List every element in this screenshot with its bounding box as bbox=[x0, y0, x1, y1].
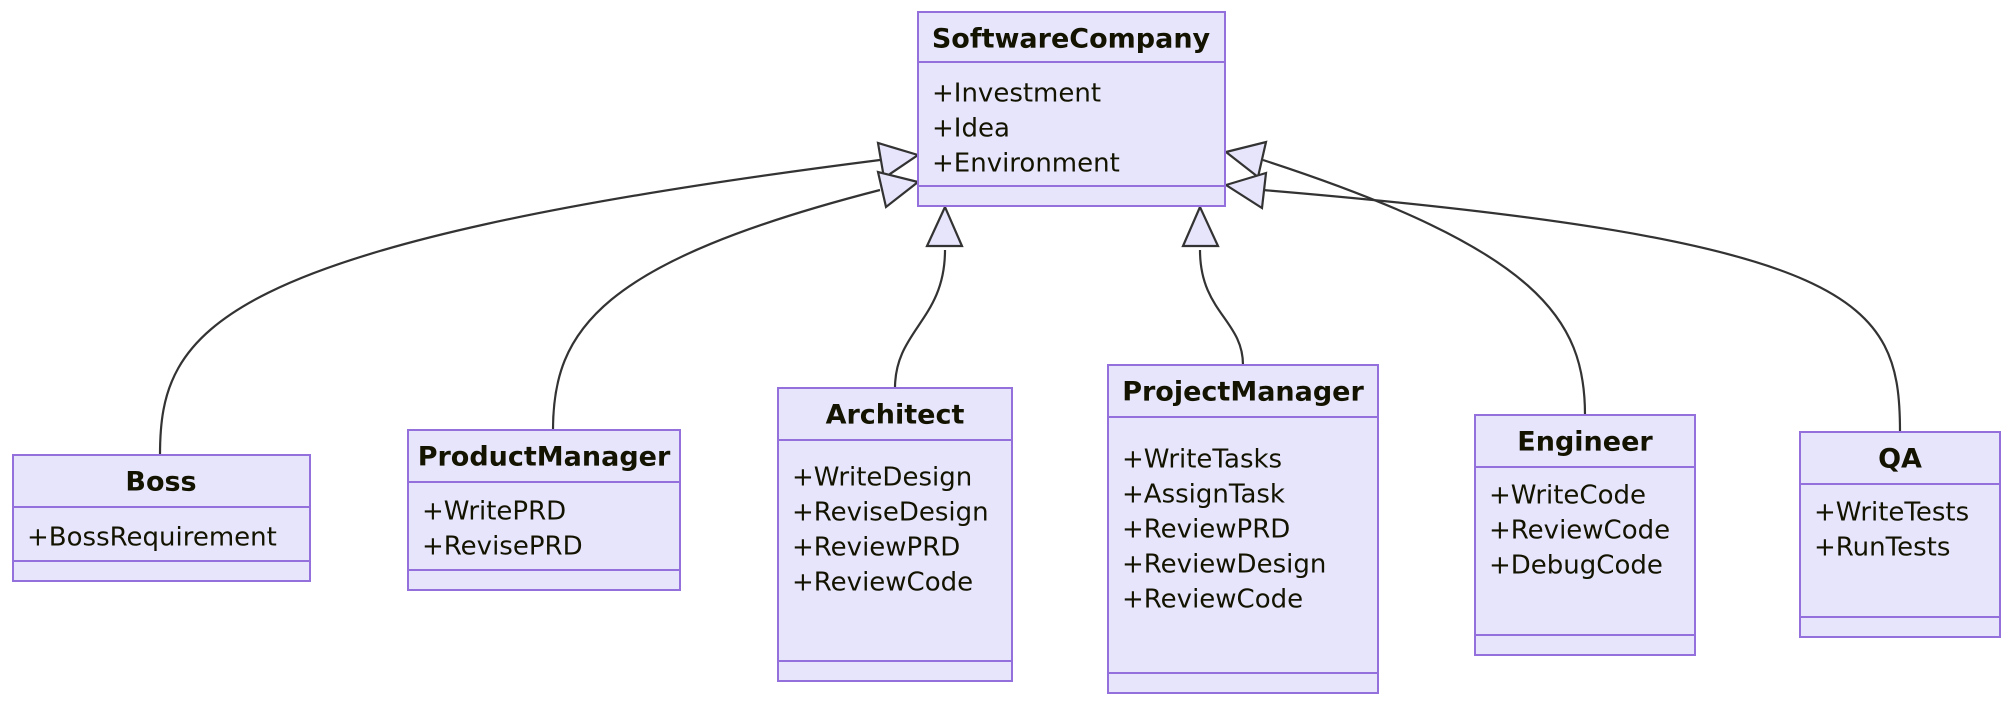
relationship-edges bbox=[158, 140, 1902, 456]
class-box-outline bbox=[407, 429, 681, 591]
class-member: +Environment bbox=[932, 149, 1120, 179]
class-box-boss[interactable]: Boss +BossRequirement bbox=[12, 454, 311, 582]
generalization-arrowhead-architect bbox=[925, 204, 964, 248]
class-title: Architect bbox=[826, 400, 965, 431]
class-title: Engineer bbox=[1517, 427, 1653, 458]
class-title: ProjectManager bbox=[1122, 377, 1364, 408]
class-member: +ReviewCode bbox=[1122, 585, 1303, 615]
class-member: +ReviewPRD bbox=[1122, 515, 1290, 545]
class-member: +ReviseDesign bbox=[792, 498, 989, 528]
class-box-outline bbox=[917, 11, 1226, 207]
class-box-qa[interactable]: QA +WriteTests +RunTests bbox=[1799, 431, 2001, 638]
class-member: +ReviewCode bbox=[792, 568, 973, 598]
class-member: +WriteCode bbox=[1489, 481, 1646, 511]
edge-line-engineer bbox=[1262, 158, 1587, 416]
generalization-arrowhead-product-manager bbox=[876, 170, 921, 209]
edge-engineer-to-software-company bbox=[1223, 140, 1587, 416]
class-member: +AssignTask bbox=[1122, 480, 1285, 510]
class-member: +Idea bbox=[932, 114, 1010, 144]
generalization-arrowhead-engineer bbox=[1223, 140, 1268, 179]
generalization-arrowhead-project-manager bbox=[1181, 204, 1220, 248]
class-member: +WriteTests bbox=[1814, 498, 1969, 528]
edge-qa-to-software-company bbox=[1223, 171, 1902, 433]
class-member: +Investment bbox=[932, 79, 1101, 109]
class-member: +ReviewCode bbox=[1489, 516, 1670, 546]
class-box-engineer[interactable]: Engineer +WriteCode +ReviewCode +DebugCo… bbox=[1474, 414, 1696, 656]
class-member: +BossRequirement bbox=[27, 523, 277, 553]
class-member: +RunTests bbox=[1814, 533, 1950, 563]
class-title: Boss bbox=[125, 467, 196, 498]
class-box-product-manager[interactable]: ProductManager +WritePRD +RevisePRD bbox=[407, 429, 681, 591]
class-member: +WriteDesign bbox=[792, 463, 972, 493]
class-title: QA bbox=[1878, 444, 1922, 475]
class-box-architect[interactable]: Architect +WriteDesign +ReviseDesign +Re… bbox=[777, 387, 1013, 682]
generalization-arrowhead-boss bbox=[876, 141, 921, 180]
class-member: +RevisePRD bbox=[422, 532, 583, 562]
class-member: +ReviewDesign bbox=[1122, 550, 1326, 580]
edge-project-manager-to-software-company bbox=[1181, 204, 1245, 366]
class-box-software-company[interactable]: SoftwareCompany +Investment +Idea +Envir… bbox=[917, 11, 1226, 207]
edge-boss-to-software-company bbox=[158, 141, 921, 456]
edge-line-boss bbox=[158, 158, 881, 456]
edge-line-product-manager bbox=[551, 188, 881, 431]
class-title: ProductManager bbox=[418, 442, 671, 473]
class-title: SoftwareCompany bbox=[932, 24, 1211, 55]
class-box-outline bbox=[1107, 364, 1379, 694]
class-member: +WriteTasks bbox=[1122, 445, 1282, 475]
edge-line-project-manager bbox=[1198, 249, 1245, 366]
class-box-outline bbox=[1474, 414, 1696, 656]
edge-line-qa bbox=[1262, 188, 1902, 433]
generalization-arrowhead-qa bbox=[1223, 171, 1268, 210]
class-box-outline bbox=[1799, 431, 2001, 638]
edge-product-manager-to-software-company bbox=[551, 170, 921, 431]
class-box-outline bbox=[777, 387, 1013, 682]
edge-line-architect bbox=[893, 249, 947, 389]
class-member: +DebugCode bbox=[1489, 551, 1663, 581]
class-box-project-manager[interactable]: ProjectManager +WriteTasks +AssignTask +… bbox=[1107, 364, 1379, 694]
class-member: +WritePRD bbox=[422, 497, 566, 527]
edge-architect-to-software-company bbox=[893, 204, 964, 389]
class-member: +ReviewPRD bbox=[792, 533, 960, 563]
